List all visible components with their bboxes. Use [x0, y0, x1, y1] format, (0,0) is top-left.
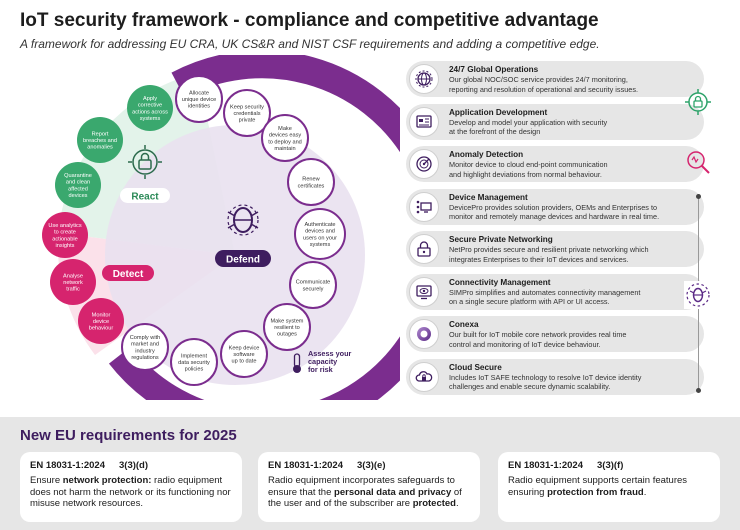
- requirement-text: Ensure network protection: radio equipme…: [30, 475, 231, 509]
- svg-text:Defend: Defend: [226, 255, 260, 266]
- detect-label-badge: Detect: [102, 265, 154, 281]
- requirement-standard: EN 18031-1:2024: [30, 460, 105, 471]
- assess-risk-label: Assess your capacity for risk: [308, 349, 353, 374]
- svg-text:Detect: Detect: [113, 269, 144, 280]
- defend-label-badge: Defend: [215, 250, 271, 267]
- padlock-icon: [409, 234, 439, 264]
- page-subtitle: A framework for addressing EU CRA, UK CS…: [20, 37, 600, 51]
- app-dev-icon: [409, 106, 439, 137]
- requirement-standard: EN 18031-1:2024: [268, 460, 343, 471]
- thermometer-icon: [293, 353, 301, 373]
- magnifier-side-icon: [687, 151, 710, 174]
- device-network-icon: [409, 191, 439, 222]
- requirement-card: EN 18031-1:2024 3(3)(e) Radio equipment i…: [258, 452, 480, 522]
- svg-text:React: React: [131, 192, 159, 203]
- globe-gear-icon: [409, 64, 439, 94]
- requirement-clause: 3(3)(e): [357, 460, 386, 471]
- requirement-clause: 3(3)(f): [597, 460, 624, 471]
- requirements-section: New EU requirements for 2025 EN 18031-1:…: [0, 417, 740, 530]
- shield-lock-side-icon: [685, 89, 711, 115]
- bug-icon: [227, 204, 259, 236]
- requirement-standard: EN 18031-1:2024: [508, 460, 583, 471]
- defend-ring: [108, 55, 400, 400]
- requirement-text: Radio equipment incorporates safeguards …: [268, 475, 462, 509]
- requirement-text: Radio equipment supports certain feature…: [508, 475, 688, 498]
- bug-side-icon: [684, 281, 712, 309]
- requirement-card: EN 18031-1:2024 3(3)(f) Radio equipment s…: [498, 452, 720, 522]
- conexa-logo-icon: [409, 319, 439, 349]
- shield-lock-icon: [128, 145, 162, 179]
- requirements-heading: New EU requirements for 2025: [20, 427, 237, 444]
- cloud-lock-icon: [409, 361, 439, 392]
- page-title: IoT security framework - compliance and …: [20, 10, 599, 31]
- timeline-dot: [696, 388, 701, 393]
- requirement-clause: 3(3)(d): [119, 460, 149, 471]
- monitor-eye-icon: [409, 276, 439, 307]
- radar-icon: [409, 149, 439, 179]
- requirement-card: EN 18031-1:2024 3(3)(d) Ensure network pr…: [20, 452, 242, 522]
- timeline-dot: [696, 194, 701, 199]
- react-label-badge: React: [120, 188, 170, 203]
